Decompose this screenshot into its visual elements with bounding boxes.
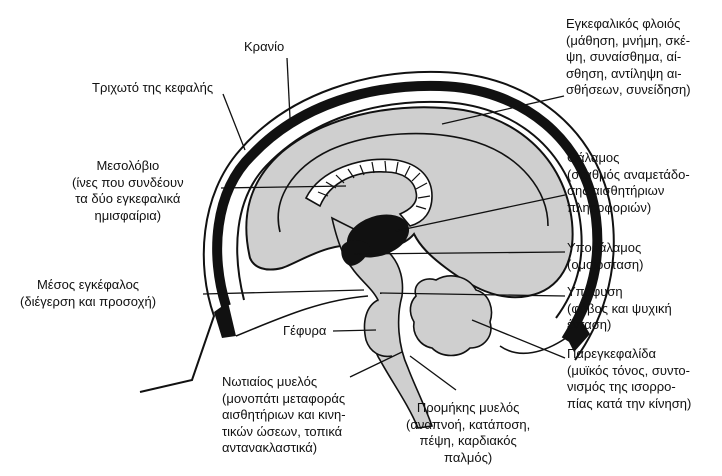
label-pituitary: Υπόφυση (φόβος και ψυχική ένταση) bbox=[567, 284, 672, 334]
lower-skull-left bbox=[214, 302, 236, 338]
label-corpus-callosum: Μεσολόβιο (ίνες που συνδέουν τα δύο εγκε… bbox=[72, 158, 184, 224]
label-hypothalamus: Υποθάλαμος (ομοιόσταση) bbox=[567, 240, 643, 273]
label-skull: Κρανίο bbox=[244, 39, 284, 56]
label-cerebral-cortex: Εγκεφαλικός φλοιός (μάθηση, μνήμη, σκέ- … bbox=[566, 16, 691, 99]
label-cerebellum: Παρεγκεφαλίδα (μυϊκός τόνος, συντο- νισμ… bbox=[567, 346, 691, 412]
neck-line-right bbox=[500, 338, 566, 353]
label-midbrain: Μέσος εγκέφαλος (διέγερση και προσοχή) bbox=[20, 277, 156, 310]
label-medulla: Προμήκης μυελός (αναπνοή, κατάποση, πέψη… bbox=[406, 400, 530, 466]
label-scalp: Τριχωτό της κεφαλής bbox=[92, 80, 213, 97]
cerebral-cortex bbox=[246, 107, 572, 297]
label-spinal-cord: Νωτιαίος μυελός (μονοπάτι μεταφοράς αισθ… bbox=[222, 374, 346, 457]
label-thalamus: Θάλαμος (σταθμός αναμετάδο- σης αισθητήρ… bbox=[567, 150, 690, 216]
label-pons: Γέφυρα bbox=[283, 323, 326, 340]
